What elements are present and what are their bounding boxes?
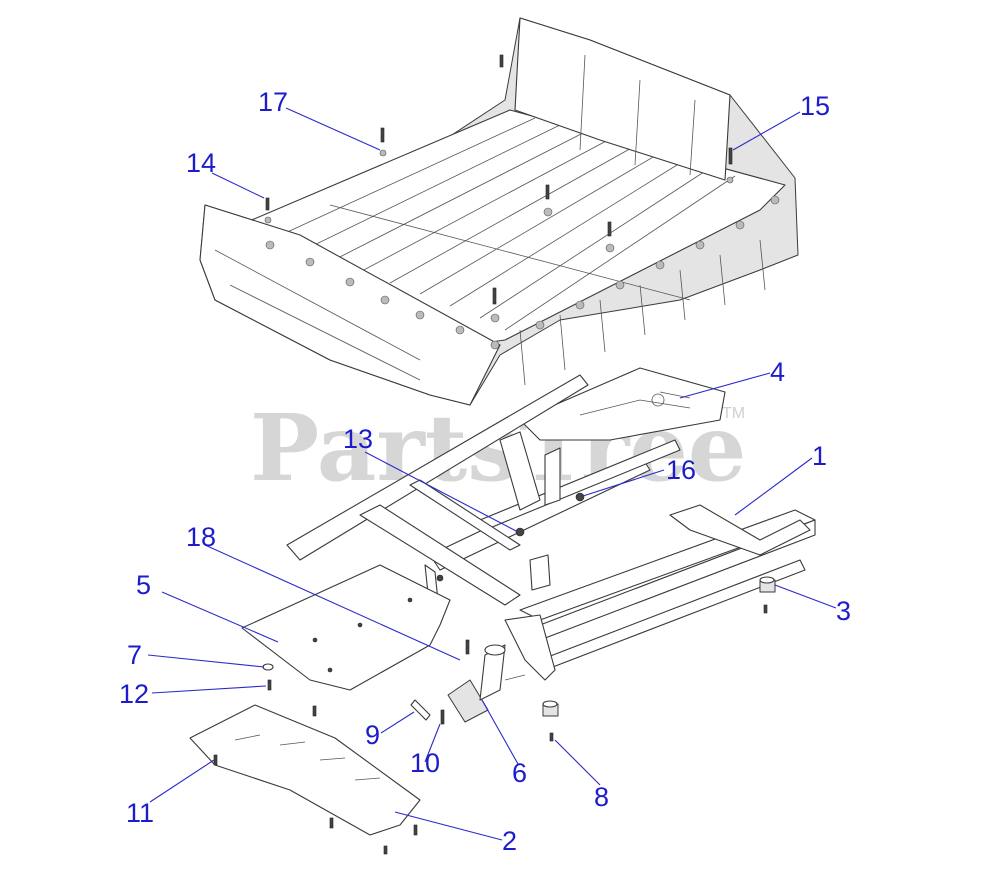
callout-9: 9 [365,720,380,750]
bed-fasteners [265,54,733,305]
side-pockets [519,239,766,386]
bolts [213,604,768,855]
washer-7 [262,663,274,671]
callout-5: 5 [136,570,151,600]
callout-13: 13 [343,424,373,454]
bumper-3 [759,576,776,593]
bumper-8 [542,700,559,717]
frame-fasteners [436,492,585,582]
callout-12: 12 [119,679,149,709]
callout-14: 14 [186,148,216,178]
callout-4: 4 [770,357,785,387]
callout-17: 17 [258,87,288,117]
watermark-trademark: TM [722,405,745,422]
actuator [447,644,526,723]
callout-18: 18 [186,522,216,552]
bed-bolt-holes [264,149,780,350]
callout-6: 6 [512,758,527,788]
callout-2: 2 [502,826,517,856]
callout-7: 7 [127,640,142,670]
cargo-bed [199,17,799,406]
callout-16: 16 [666,455,696,485]
callout-1: 1 [812,441,827,471]
floor-panel [241,564,451,691]
leader-lines [147,107,837,841]
small-hardware [213,576,776,855]
callout-10: 10 [410,748,440,778]
callout-8: 8 [594,782,609,812]
callout-11: 11 [126,798,154,828]
callout-15: 15 [800,91,830,121]
floor-ribs [269,117,736,331]
callout-labels: 1 2 3 4 5 6 7 8 9 10 11 12 13 14 15 16 1… [119,87,851,856]
pin-9 [410,699,431,721]
skid-plate [189,704,421,836]
callout-3: 3 [836,596,851,626]
